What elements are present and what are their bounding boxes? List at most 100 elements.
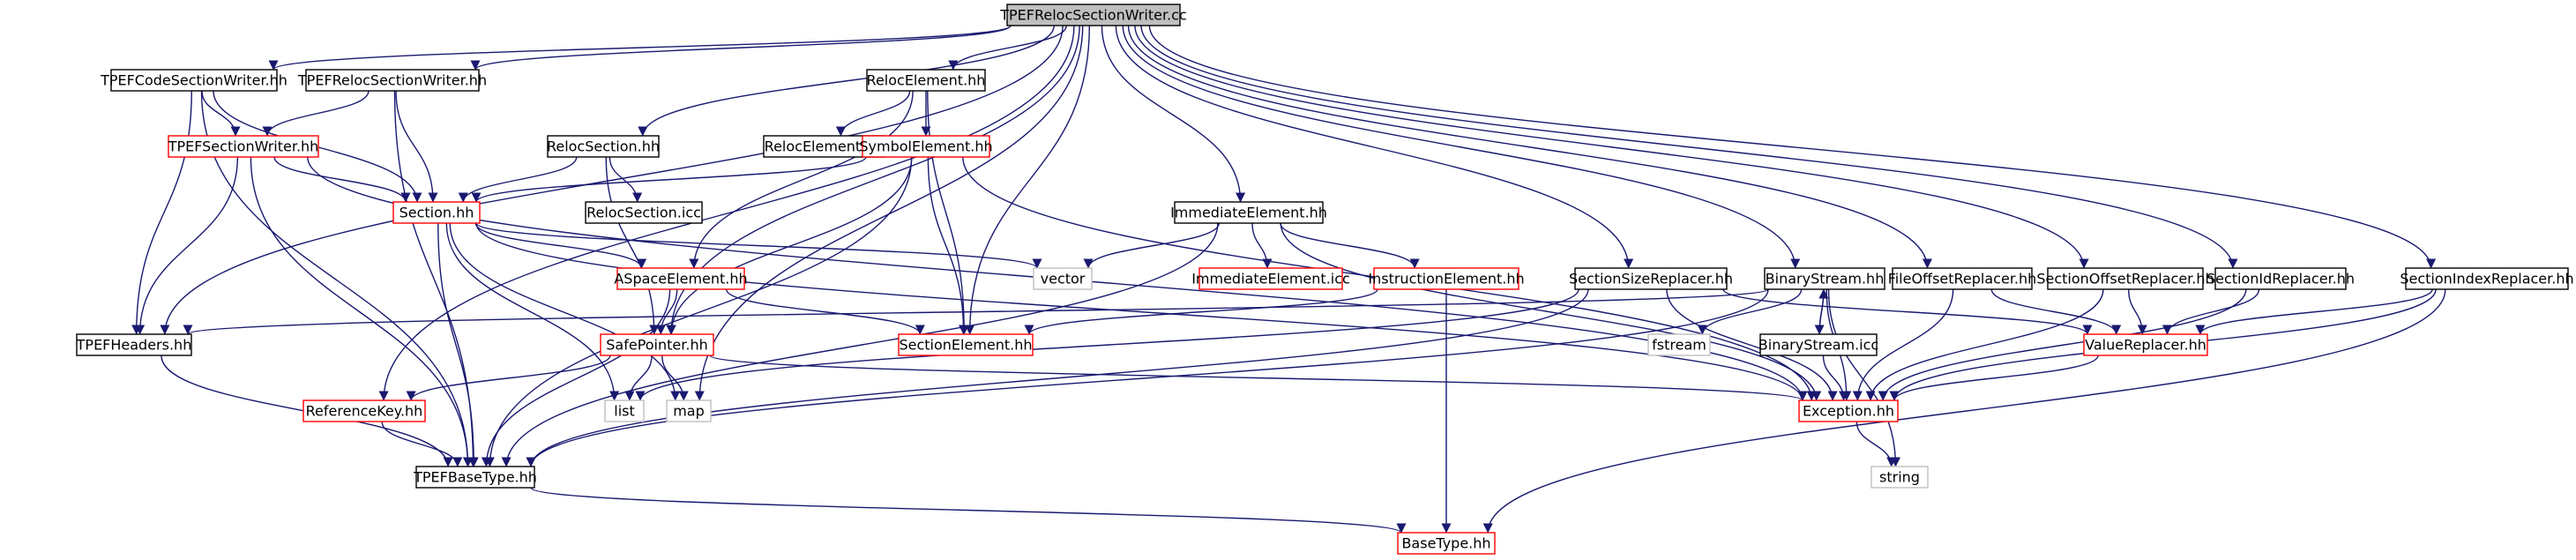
node-box — [547, 135, 660, 158]
node-label: TPEFSectionWriter.hh — [168, 138, 319, 155]
edge-sectionid-to-exception — [1878, 288, 2247, 401]
node-box — [600, 333, 714, 356]
node-box — [415, 466, 535, 489]
edge-tpefsection-to-tpefbasetype — [250, 156, 474, 467]
node-label: ImmediateElement.hh — [1170, 205, 1327, 221]
node-label: SectionElement.hh — [899, 337, 1032, 354]
node-relocelem[interactable]: RelocElement.hh — [866, 69, 986, 92]
node-immediateelem[interactable]: ImmediateElement.hh — [1170, 201, 1327, 224]
node-tpefreloc[interactable]: TPEFRelocSectionWriter.hh — [297, 69, 487, 92]
node-sectionindex[interactable]: SectionIndexReplacer.hh — [2400, 267, 2574, 290]
node-label: vector — [1041, 271, 1086, 287]
node-fileoffset[interactable]: FileOffsetReplacer.hh — [1888, 267, 2037, 290]
edge-section-to-list — [445, 222, 620, 401]
edge-referencekey-to-tpefbasetype — [381, 421, 463, 467]
edge-aspace-to-safepointer — [655, 288, 678, 335]
node-instruction[interactable]: InstructionElement.hh — [1368, 267, 1525, 290]
edge-tpefsection-to-tpefheaders — [135, 156, 239, 335]
edge-section-to-aspace — [474, 222, 647, 269]
edge-tpefsection-to-section — [273, 156, 411, 203]
node-sectionelem[interactable]: SectionElement.hh — [898, 333, 1034, 356]
node-box — [302, 399, 426, 422]
node-box — [1574, 267, 1728, 290]
edge-relocsection-to-safepointer — [605, 156, 660, 335]
edge-valuereplacer-to-exception — [1889, 355, 2099, 401]
edge-safepointer-to-map — [661, 355, 689, 401]
node-tpefheaders[interactable]: TPEFHeaders.hh — [76, 333, 192, 356]
edge-symbolelem-to-tpefbasetype — [484, 156, 913, 467]
node-box — [1647, 333, 1711, 356]
node-box — [168, 135, 319, 158]
node-box — [616, 267, 745, 290]
node-aspace[interactable]: ASpaceElement.hh — [614, 267, 748, 290]
edge-sectionid-to-valuereplacer — [2162, 288, 2260, 335]
edge-root-to-fileoffset — [1127, 25, 1932, 269]
edge-immediateelem-to-exception — [1280, 222, 1822, 401]
node-symbolelem[interactable]: SymbolElement.hh — [859, 135, 993, 158]
edge-root-to-tpefheaders — [160, 25, 1064, 335]
node-section[interactable]: Section.hh — [392, 201, 481, 224]
node-tpefbasetype[interactable]: TPEFBaseType.hh — [413, 466, 537, 489]
edge-aspace-to-sectionelem — [725, 288, 925, 335]
edge-root-to-tpefcode — [268, 25, 1012, 71]
node-box — [862, 135, 990, 158]
node-label: BaseType.hh — [1401, 535, 1490, 552]
node-string: string — [1870, 466, 1929, 489]
node-basetype[interactable]: BaseType.hh — [1397, 532, 1496, 555]
node-label: SymbolElement.hh — [859, 138, 992, 155]
node-sectionoffset[interactable]: SectionOffsetReplacer.hh — [2036, 267, 2214, 290]
edge-immediateelem-to-immediateicc — [1251, 222, 1273, 269]
edge-tpefcode-to-tpefheaders — [131, 90, 192, 335]
node-referencekey[interactable]: ReferenceKey.hh — [302, 399, 426, 422]
edge-sectionoffset-to-exception — [1865, 288, 2104, 401]
node-sectionid[interactable]: SectionIdReplacer.hh — [2206, 267, 2355, 290]
node-label: map — [673, 403, 705, 420]
node-binarystreamicc[interactable]: BinaryStream.icc — [1758, 333, 1878, 356]
node-label: TPEFCodeSectionWriter.hh — [100, 72, 287, 89]
node-box — [1174, 201, 1324, 224]
edge-relocsection-to-relocsectionicc — [609, 156, 643, 203]
edge-sectionsize-to-exception — [1666, 288, 1838, 401]
node-box — [110, 69, 278, 92]
node-safepointer[interactable]: SafePointer.hh — [600, 333, 714, 356]
edge-sectionsize-to-valuereplacer — [1722, 288, 2093, 335]
node-box — [1764, 267, 1885, 290]
edge-aspace-to-tpefbasetype — [481, 288, 671, 467]
edge-root-to-sectionoffset — [1134, 25, 2089, 269]
node-immediateicc[interactable]: ImmediateElement.icc — [1191, 267, 1350, 290]
node-valuereplacer[interactable]: ValueReplacer.hh — [2083, 333, 2208, 356]
edge-section-to-map — [449, 222, 681, 401]
edge-sectionindex-to-valuereplacer — [2195, 288, 2433, 335]
node-map: map — [666, 399, 712, 422]
edge-sectionsize-to-tpefbasetype — [526, 288, 1589, 467]
node-label: TPEFHeaders.hh — [76, 337, 192, 354]
node-tpefcode[interactable]: TPEFCodeSectionWriter.hh — [100, 69, 287, 92]
node-box — [604, 399, 645, 422]
edge-safepointer-to-list — [624, 355, 653, 401]
node-list: list — [604, 399, 645, 422]
node-root[interactable]: TPEFRelocSectionWriter.cc — [999, 4, 1187, 26]
edge-relocelem-to-sectionelem — [927, 90, 969, 335]
node-box — [2405, 267, 2569, 290]
node-label: SectionIndexReplacer.hh — [2400, 271, 2573, 287]
node-box — [305, 69, 480, 92]
edge-root-to-sectionindex — [1148, 25, 2436, 269]
node-sectionsize[interactable]: SectionSizeReplacer.hh — [1569, 267, 1733, 290]
node-relocsectionicc[interactable]: RelocSection.icc — [585, 201, 703, 224]
node-binarystream[interactable]: BinaryStream.hh — [1764, 267, 1885, 290]
edge-tpefcode-to-tpefbasetype — [200, 90, 473, 467]
node-exception[interactable]: Exception.hh — [1798, 399, 1899, 422]
node-relocsection[interactable]: RelocSection.hh — [547, 135, 660, 158]
edge-binarystream-to-tpefbasetype — [526, 288, 1769, 467]
edge-binarystreamicc-to-exception — [1822, 355, 1849, 401]
edge-fileoffset-to-valuereplacer — [1990, 288, 2122, 335]
node-box — [2214, 267, 2347, 290]
edge-fileoffset-to-exception — [1852, 288, 1954, 401]
edge-section-to-tpefbasetype — [437, 222, 479, 467]
edge-tpefbasetype-to-basetype — [530, 487, 1407, 534]
node-label: ASpaceElement.hh — [614, 271, 747, 287]
node-vector: vector — [1033, 267, 1093, 290]
node-tpefsection[interactable]: TPEFSectionWriter.hh — [168, 135, 319, 158]
edge-root-to-binarystream — [1122, 25, 1801, 269]
node-box — [898, 333, 1034, 356]
